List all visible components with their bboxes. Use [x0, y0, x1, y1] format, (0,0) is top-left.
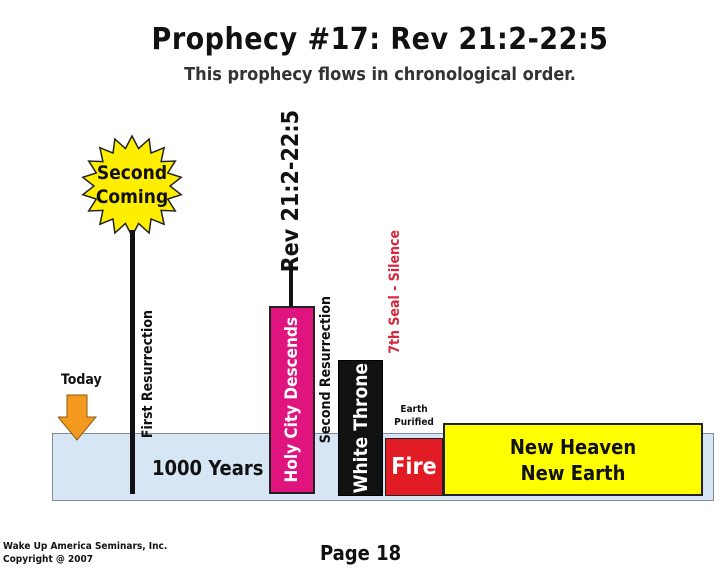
- white-throne-box: White Throne: [338, 360, 383, 496]
- copyright-text: Copyright @ 2007: [3, 554, 94, 565]
- fire-box: Fire: [385, 438, 443, 496]
- second-resurrection-label: Second Resurrection: [318, 296, 334, 444]
- first-resurrection-label: First Resurrection: [140, 310, 156, 439]
- second-coming-line: [130, 230, 135, 494]
- seventh-seal-label: 7th Seal - Silence: [387, 230, 403, 354]
- page-title: Prophecy #17: Rev 21:2-22:5: [151, 22, 609, 57]
- holy-city-descends-label: Holy City Descends: [282, 317, 302, 483]
- new-heaven-label: New Heaven: [509, 434, 637, 459]
- holy-city-descends-box: Holy City Descends: [269, 306, 315, 494]
- white-throne-label: White Throne: [349, 362, 372, 494]
- second-coming-line-1: Second: [96, 162, 168, 184]
- page-number: Page 18: [320, 541, 402, 565]
- rev-reference-label: Rev 21:2-22:5: [278, 110, 304, 273]
- earth-purified-label: Earth Purified: [386, 403, 442, 429]
- new-heaven-new-earth-box: New Heaven New Earth: [443, 423, 703, 496]
- new-earth-label: New Earth: [520, 460, 626, 485]
- thousand-years-label: 1000 Years: [152, 456, 264, 480]
- page-subtitle: This prophecy flows in chronological ord…: [184, 64, 576, 85]
- publisher-text: Wake Up America Seminars, Inc.: [3, 541, 168, 552]
- today-label: Today: [61, 372, 102, 388]
- today-arrow-icon: [58, 394, 98, 441]
- footer-credits: Wake Up America Seminars, Inc. Copyright…: [3, 540, 167, 566]
- earth-purified-line-2: Purified: [394, 417, 434, 428]
- rev-reference-line: [289, 262, 293, 306]
- earth-purified-line-1: Earth: [400, 404, 428, 415]
- second-coming-label: Second Coming: [90, 161, 174, 209]
- second-coming-line-2: Coming: [95, 186, 169, 208]
